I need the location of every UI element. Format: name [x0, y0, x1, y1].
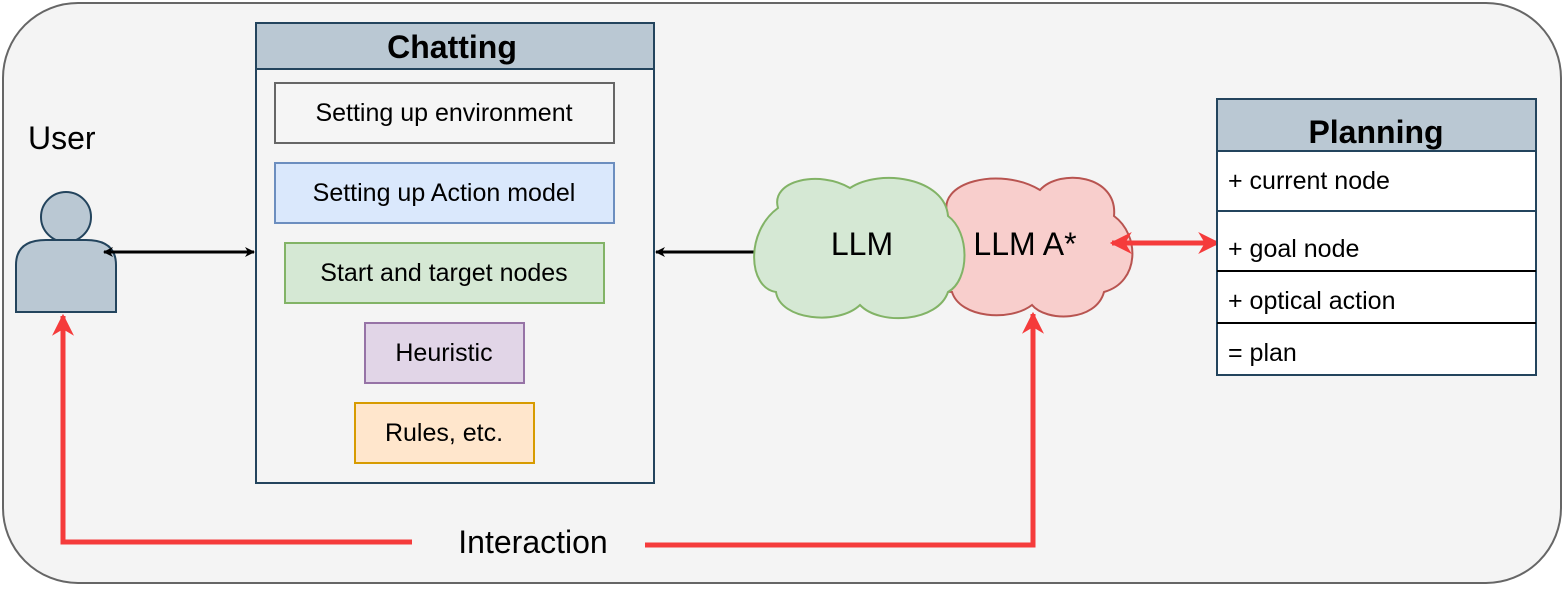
chatting-panel: Chatting Setting up environment Setting … — [255, 22, 655, 484]
llm-astar-label: LLM A* — [973, 226, 1076, 262]
chatting-item-label: Start and target nodes — [320, 259, 567, 287]
chatting-item-label: Heuristic — [395, 339, 492, 367]
chatting-item-label: Setting up environment — [315, 99, 572, 127]
llm-astar-cloud: LLM A* — [925, 176, 1134, 318]
interaction-label: Interaction — [458, 524, 607, 560]
chatting-item-box — [354, 402, 535, 464]
chatting-title: Chatting — [387, 29, 517, 65]
llm-label: LLM — [831, 226, 893, 262]
planning-row: + goal node — [1228, 235, 1359, 263]
llm-cloud: LLM — [753, 176, 966, 320]
interaction-arrow-user — [52, 313, 412, 545]
chatting-item-box — [364, 322, 525, 384]
planning-panel: Planning + current node + goal node + op… — [1216, 98, 1537, 376]
planning-title: Planning — [1308, 114, 1443, 150]
planning-row: + current node — [1228, 167, 1390, 195]
chatting-item-box — [274, 82, 615, 144]
chatting-item-box — [274, 162, 615, 224]
user-label: User — [28, 120, 96, 156]
user-icon — [15, 191, 117, 313]
interaction-arrow-llm-astar — [645, 311, 1044, 548]
chatting-item-label: Rules, etc. — [385, 419, 503, 447]
planning-row: + optical action — [1228, 287, 1395, 315]
planning-row: = plan — [1228, 339, 1297, 367]
chatting-item-label: Setting up Action model — [313, 179, 576, 207]
chatting-item-box — [284, 242, 605, 304]
